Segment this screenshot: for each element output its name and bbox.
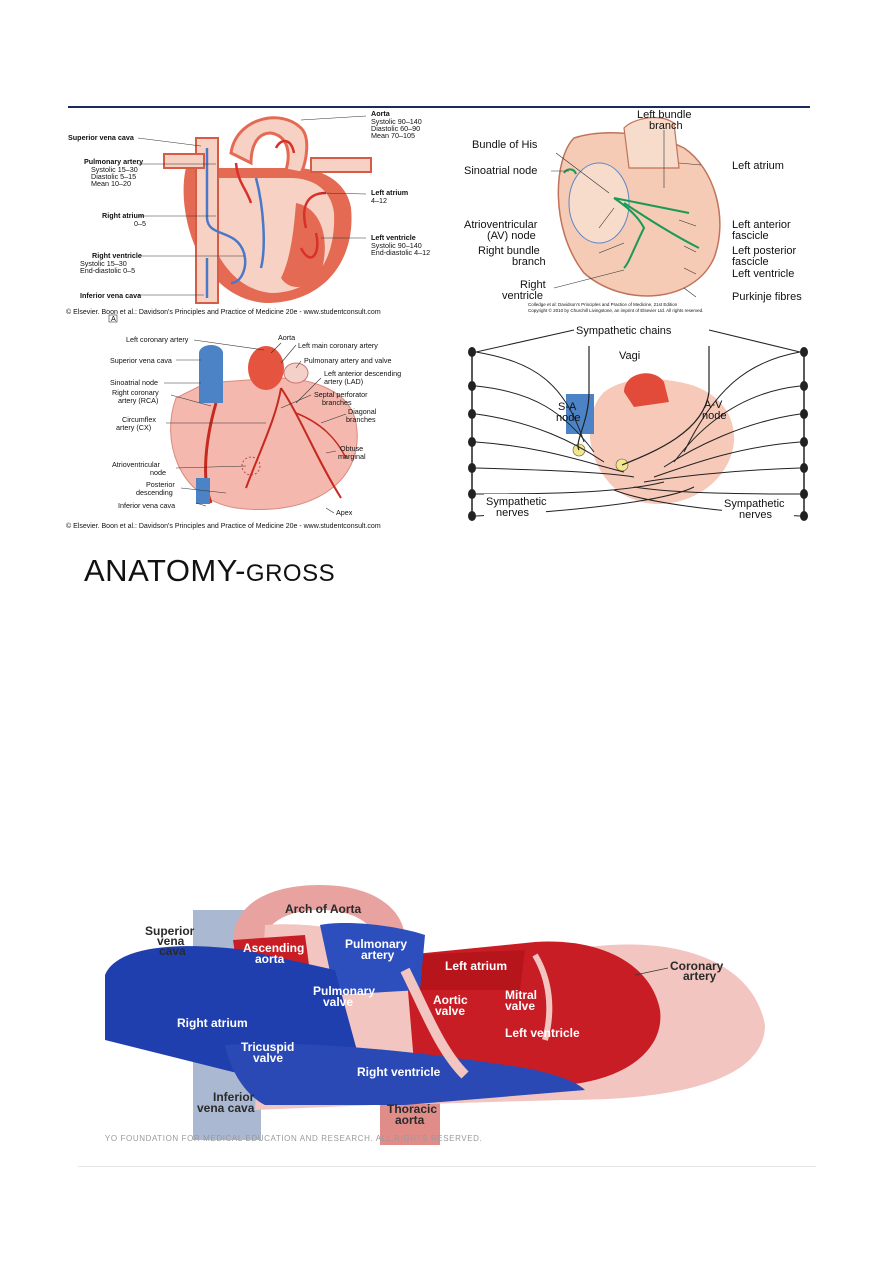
label-left-ventricle: Left ventricle [732, 268, 794, 280]
label-right-atrium: Right atrium [177, 1016, 248, 1030]
label-ivc: Inferior vena cava [80, 291, 142, 300]
label-svc-3: cava [159, 944, 186, 958]
label-left-atrium: Left atrium [445, 959, 507, 973]
credit-fig-c: © Elsevier. Boon et al.: Davidson's Prin… [66, 522, 381, 530]
heading-gross: GROSS [246, 560, 335, 587]
label-coronary-artery-2: artery [683, 969, 717, 983]
heart-pressures-diagram: Aorta Systolic 90–140 Diastolic 60–90 Me… [66, 108, 464, 323]
label-septal-2: branches [322, 398, 352, 407]
credit-fig-b-2: Copyright © 2010 by Churchill Livingston… [528, 307, 703, 313]
label-av-node-2: node [702, 410, 726, 422]
label-svc: Superior vena cava [110, 356, 172, 365]
label-left-bundle-branch: branch [649, 120, 683, 132]
label-aortic-valve-2: valve [435, 1004, 465, 1018]
label-ivc-2: vena cava [197, 1101, 255, 1115]
label-sympathetic-chains: Sympathetic chains [576, 325, 672, 337]
label-arch-of-aorta: Arch of Aorta [285, 902, 362, 916]
label-thoracic-aorta-2: aorta [395, 1113, 425, 1127]
label-obtuse-2: marginal [338, 452, 366, 461]
coronary-arteries-diagram: Left coronary artery Aorta Left main cor… [66, 328, 464, 534]
label-left-coronary-artery: Left coronary artery [126, 335, 189, 344]
label-symp-nerves-left-2: nerves [496, 507, 530, 519]
label-lad-2: artery (LAD) [324, 377, 363, 386]
label-rv-enddiastolic: End-diastolic 0–5 [80, 266, 135, 275]
label-av-node-2: (AV) node [487, 230, 536, 242]
credit-fig-b-1: Colledge et al: Davidson's Principles an… [528, 302, 678, 307]
label-left-posterior-fascicle: fascicle [732, 256, 769, 268]
figure-conduction-system: Left bundle branch Bundle of His Sinoatr… [464, 108, 812, 316]
label-left-atrium: Left atrium [732, 160, 784, 172]
label-left-anterior-fascicle: fascicle [732, 230, 769, 242]
label-posterior-desc-2: descending [136, 488, 173, 497]
label-av-node-2: node [150, 468, 166, 477]
label-pa-mean: Mean 10–20 [91, 179, 131, 188]
label-right-bundle-2: branch [512, 256, 546, 268]
label-lv-enddiastolic: End-diastolic 4–12 [371, 248, 430, 257]
label-right-ventricle: Right ventricle [357, 1065, 441, 1079]
label-sa-node-2: node [556, 412, 580, 424]
credit-mayo: © MAYO FOUNDATION FOR MEDICAL EDUCATION … [105, 1134, 482, 1143]
footer-rule [78, 1166, 816, 1167]
label-bundle-of-his: Bundle of His [472, 139, 538, 151]
label-mitral-valve-2: valve [505, 999, 535, 1013]
label-circumflex-2: artery (CX) [116, 423, 151, 432]
label-aorta: Aorta [278, 333, 295, 342]
figure-heart-pressures: Aorta Systolic 90–140 Diastolic 60–90 Me… [66, 108, 464, 323]
figure-heart-gross-anatomy: Arch of Aorta Superior vena cava Ascendi… [105, 880, 770, 1145]
autonomic-innervation-diagram: Sympathetic chains Vagi S-A node A-V nod… [464, 322, 812, 528]
label-purkinje: Purkinje fibres [732, 291, 802, 303]
figure-coronary-arteries: Left coronary artery Aorta Left main cor… [66, 328, 464, 534]
label-ra-value: 0–5 [134, 219, 146, 228]
label-rca-2: artery (RCA) [118, 396, 158, 405]
label-ivc: Inferior vena cava [118, 501, 175, 510]
figure-autonomic-innervation: Sympathetic chains Vagi S-A node A-V nod… [464, 322, 812, 528]
label-tricuspid-valve-2: valve [253, 1051, 283, 1065]
label-sinoatrial-node: Sinoatrial node [110, 378, 158, 387]
conduction-system-diagram: Left bundle branch Bundle of His Sinoatr… [464, 108, 812, 316]
label-apex: Apex [336, 508, 353, 517]
label-vagi: Vagi [619, 350, 640, 362]
label-pulmonary-valve-2: valve [323, 995, 353, 1009]
label-left-main-coronary: Left main coronary artery [298, 341, 378, 350]
panel-letter: A [111, 314, 116, 323]
section-heading: ANATOMY-GROSS [84, 555, 335, 586]
label-aorta-mean: Mean 70–105 [371, 131, 415, 140]
label-pulmonary-artery-2: artery [361, 948, 395, 962]
label-symp-nerves-right-2: nerves [739, 509, 773, 521]
label-diagonal-2: branches [346, 415, 376, 424]
label-left-ventricle: Left ventricle [505, 1026, 580, 1040]
heading-anatomy: ANATOMY- [84, 553, 246, 588]
heart-gross-anatomy-illustration: Arch of Aorta Superior vena cava Ascendi… [105, 880, 770, 1145]
label-pulmonary-artery-valve: Pulmonary artery and valve [304, 356, 392, 365]
label-la-value: 4–12 [371, 196, 387, 205]
label-right-ventricle-2: ventricle [502, 290, 543, 302]
label-sinoatrial-node: Sinoatrial node [464, 165, 537, 177]
label-ascending-aorta-2: aorta [255, 952, 285, 966]
label-svc: Superior vena cava [68, 133, 135, 142]
